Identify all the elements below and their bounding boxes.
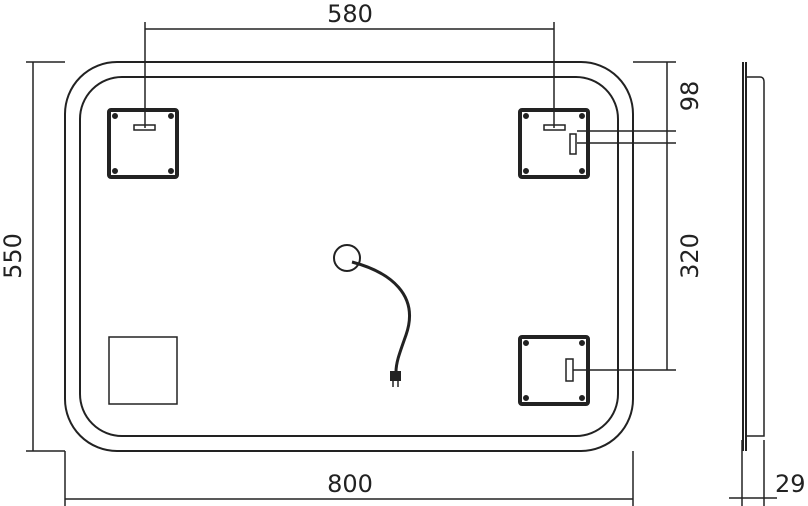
mirror-inner-led-edge: [79, 76, 619, 437]
sensor-pad-bottom-left: [108, 336, 178, 405]
mirror-outer-edge: [64, 61, 634, 452]
cable-with-plug: [333, 244, 411, 387]
dim-320: 320: [676, 233, 704, 279]
dim-580: 580: [327, 0, 373, 28]
bracket-top-left: [107, 108, 179, 179]
dimension-lines: [26, 22, 777, 506]
dim-98: 98: [676, 81, 704, 112]
dim-550: 550: [0, 233, 27, 279]
dim-800: 800: [327, 470, 373, 498]
dim-29: 29: [775, 470, 806, 498]
side-view: [742, 62, 765, 451]
